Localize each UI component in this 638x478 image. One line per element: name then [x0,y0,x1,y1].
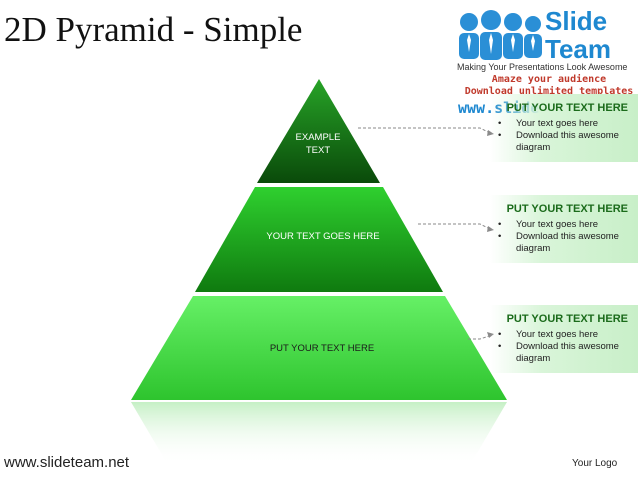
connector-3 [468,334,493,340]
pyramid-level-middle [195,187,443,292]
level-bottom-label: PUT YOUR TEXT HERE [270,343,374,354]
level-middle-label: YOUR TEXT GOES HERE [266,231,379,242]
level-top-label-line1: EXAMPLE [296,132,341,143]
connector-1 [358,127,493,135]
footer-url[interactable]: www.slideteam.net [4,454,130,471]
callout-heading: PUT YOUR TEXT HERE [506,313,628,325]
callout-bullet: Download this awesome diagram [496,341,636,365]
callout-bullet: Your text goes here [496,329,636,341]
callout-bullet: Your text goes here [496,118,636,130]
level-top-label-line2: TEXT [306,145,330,156]
callout-2: PUT YOUR TEXT HERE Your text goes here D… [490,195,638,263]
callout-3: PUT YOUR TEXT HERE Your text goes here D… [490,305,638,373]
callout-heading: PUT YOUR TEXT HERE [506,102,628,114]
people-icon [459,10,542,60]
logo-brand-top: Slide [545,6,608,36]
pyramid-reflection [131,402,507,465]
callout-bullet: Download this awesome diagram [496,231,636,255]
footer-logo-placeholder: Your Logo [572,458,618,469]
callout-bullet: Download this awesome diagram [496,130,636,154]
callout-bullets: Your text goes here Download this awesom… [496,329,636,365]
connector-2 [418,223,493,231]
logo-brand-bottom: Team [545,34,611,64]
slide-title: 2D Pyramid - Simple [4,10,303,49]
logo-promo-line2: Download unlimited templates [464,86,634,97]
callout-1: PUT YOUR TEXT HERE Your text goes here D… [490,94,638,162]
callout-bullets: Your text goes here Download this awesom… [496,219,636,255]
callout-heading: PUT YOUR TEXT HERE [506,203,628,215]
logo-promo: Amaze your audience Download unlimited t… [459,74,638,98]
pyramid-level-bottom [131,296,507,400]
callout-bullets: Your text goes here Download this awesom… [496,118,636,154]
pyramid-level-top [257,79,380,183]
callout-bullet: Your text goes here [496,219,636,231]
logo-tagline: Making Your Presentations Look Awesome [457,62,628,72]
logo-promo-line1: Amaze your audience [491,74,607,85]
